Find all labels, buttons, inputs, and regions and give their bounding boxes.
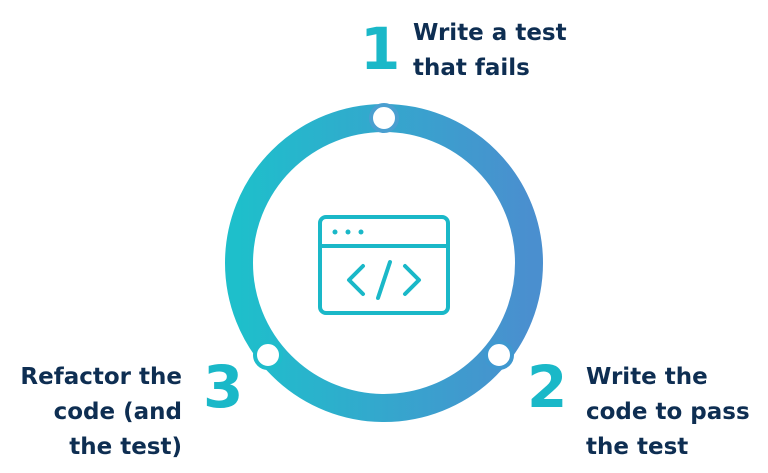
step-2-number: 2 [527,353,568,421]
step-1-label-line: Write a test [413,20,567,46]
step-2-label-line: code to pass [586,399,750,425]
step-3-number: 3 [203,353,244,421]
step-1-label: Write a test that fails [413,16,567,86]
step-3-label-line: Refactor the [20,364,182,390]
step-1-label-line: that fails [413,55,530,81]
code-window-icon [318,215,450,315]
step-3-label-line: code (and [53,399,182,425]
step-1-node [369,103,399,133]
step-3-label-line: the test) [69,434,182,460]
step-1-number: 1 [360,15,401,83]
cycle-ring [225,104,543,422]
step-2-label: Write the code to pass the test [586,360,750,465]
step-2-label-line: Write the [586,364,708,390]
step-3-label: Refactor the code (and the test) [20,360,182,465]
step-2-label-line: the test [586,434,689,460]
step-2-node [484,340,514,370]
step-3-node [253,340,283,370]
